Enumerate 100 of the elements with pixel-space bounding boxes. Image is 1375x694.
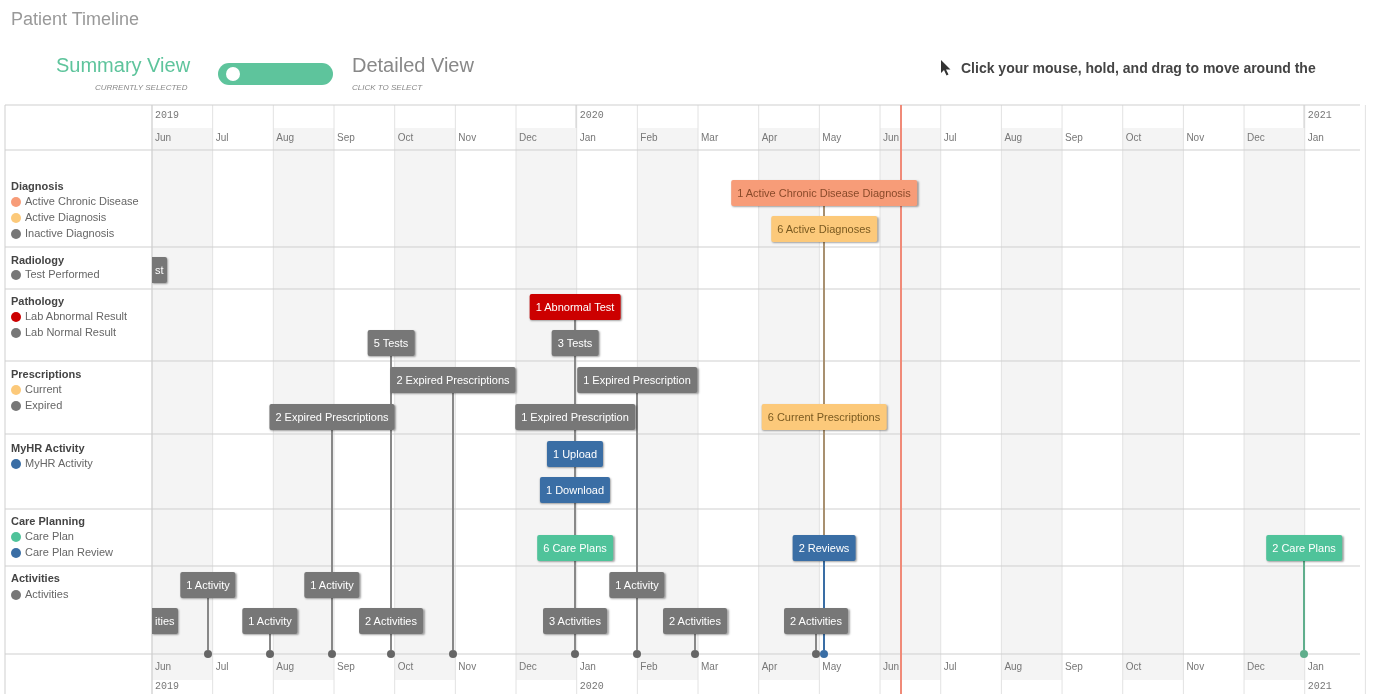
legend-label: MyHR Activity: [25, 457, 93, 469]
month-label: May: [822, 132, 842, 143]
legend-label: Activities: [25, 588, 69, 600]
month-label: Jul: [943, 132, 957, 143]
event-marker: 2 Activities: [663, 608, 727, 634]
timeline-dot: [387, 650, 395, 658]
legend-label: Care Plan: [25, 530, 74, 542]
month-label: Sep: [337, 661, 355, 672]
legend-label: Active Chronic Disease: [25, 195, 139, 207]
month-label: Jun: [883, 661, 900, 672]
row-heading: Prescriptions: [11, 368, 82, 380]
timeline-stem: [636, 597, 638, 651]
timeline-stem: [207, 597, 209, 651]
month-label: Sep: [1065, 661, 1083, 672]
month-label: Oct: [397, 661, 414, 672]
month-label: Jan: [579, 661, 596, 672]
timeline-stem: [574, 502, 576, 536]
timeline-stem: [331, 597, 333, 651]
timeline-stem: [823, 205, 825, 217]
timeline-stem: [574, 633, 576, 651]
legend-label: Test Performed: [25, 268, 100, 280]
year-label: 2021: [1307, 681, 1332, 692]
year-label: 2019: [155, 681, 179, 692]
legend-label: Lab Abnormal Result: [25, 310, 128, 322]
month-label: Nov: [1186, 661, 1205, 672]
month-label: Nov: [458, 132, 477, 143]
event-marker: 1 Activity: [609, 572, 665, 598]
timeline-stem: [823, 429, 825, 536]
timeline-stem: [823, 633, 825, 651]
event-marker: 2 Expired Prescriptions: [269, 404, 395, 430]
row-heading: Care Planning: [11, 515, 85, 527]
legend-label: Inactive Diagnosis: [25, 227, 115, 239]
timeline-stem: [574, 319, 576, 331]
timeline-stem: [452, 392, 454, 651]
legend-label: Active Diagnosis: [25, 211, 107, 223]
month-label: Jun: [155, 132, 172, 143]
timeline-stem: [574, 429, 576, 442]
month-label: Jul: [215, 132, 229, 143]
month-label: Dec: [1247, 132, 1265, 143]
event-marker: 3 Activities: [543, 608, 607, 634]
row-heading: Pathology: [11, 295, 65, 307]
event-marker: 1 Activity: [304, 572, 360, 598]
legend-label: Current: [25, 383, 62, 395]
event-marker: 1 Active Chronic Disease Diagnosis: [731, 180, 917, 206]
month-label: Dec: [1247, 661, 1265, 672]
event-marker: ities: [152, 608, 178, 634]
month-label: Jan: [1307, 661, 1324, 672]
row-heading: Radiology: [11, 254, 65, 266]
page-title: Patient Timeline: [11, 9, 140, 30]
month-label: Jun: [883, 132, 900, 143]
event-marker: 1 Activity: [180, 572, 236, 598]
year-label: 2020: [579, 681, 604, 692]
event-marker: 2 Care Plans: [1266, 535, 1342, 561]
event-marker: 1 Expired Prescription: [577, 367, 697, 393]
timeline-dot: [633, 650, 641, 658]
month-label: Aug: [1004, 132, 1023, 143]
month-label: Jul: [215, 661, 229, 672]
row-heading: Diagnosis: [11, 180, 64, 192]
toggle-label: Detailed View: [352, 54, 474, 77]
month-label: Mar: [701, 132, 719, 143]
event-marker: st: [152, 257, 167, 283]
toggle-label: Summary View: [56, 54, 191, 77]
event-marker: 2 Activities: [784, 608, 848, 634]
timeline-dot: [571, 650, 579, 658]
month-label: Nov: [458, 661, 477, 672]
month-label: Sep: [337, 132, 355, 143]
year-label: 2020: [579, 110, 604, 121]
timeline-dot: [204, 650, 212, 658]
legend-label: Care Plan Review: [25, 546, 114, 558]
timeline-dot: [328, 650, 336, 658]
timeline-stem: [574, 466, 576, 478]
month-label: Aug: [276, 661, 295, 672]
timeline-stem: [331, 429, 333, 573]
timeline-dot: [266, 650, 274, 658]
event-marker: 5 Tests: [367, 330, 415, 356]
event-marker: 1 Expired Prescription: [515, 404, 635, 430]
timeline-stem: [823, 241, 825, 405]
month-label: Mar: [701, 661, 719, 672]
month-label: Jan: [1307, 132, 1324, 143]
month-label: Jul: [943, 661, 957, 672]
event-marker: 1 Upload: [547, 441, 603, 467]
row-heading: Activities: [11, 572, 60, 584]
event-marker: 3 Tests: [551, 330, 599, 356]
timeline-dot: [812, 650, 820, 658]
legend-label: Lab Normal Result: [25, 326, 117, 338]
event-marker: 1 Abnormal Test: [529, 294, 621, 320]
timeline-stem: [694, 633, 696, 651]
event-marker: 2 Reviews: [792, 535, 856, 561]
month-label: Oct: [397, 132, 414, 143]
year-label: 2019: [155, 110, 179, 121]
event-marker: 1 Activity: [242, 608, 298, 634]
month-label: Aug: [1004, 661, 1023, 672]
timeline-stem: [823, 560, 825, 609]
event-marker: 2 Activities: [359, 608, 423, 634]
timeline-stem: [1303, 560, 1305, 651]
month-label: May: [822, 661, 842, 672]
event-marker: 2 Expired Prescriptions: [390, 367, 516, 393]
year-label: 2021: [1307, 110, 1332, 121]
timeline-stem: [390, 633, 392, 651]
caption: CLICK TO SELECT: [352, 83, 423, 92]
